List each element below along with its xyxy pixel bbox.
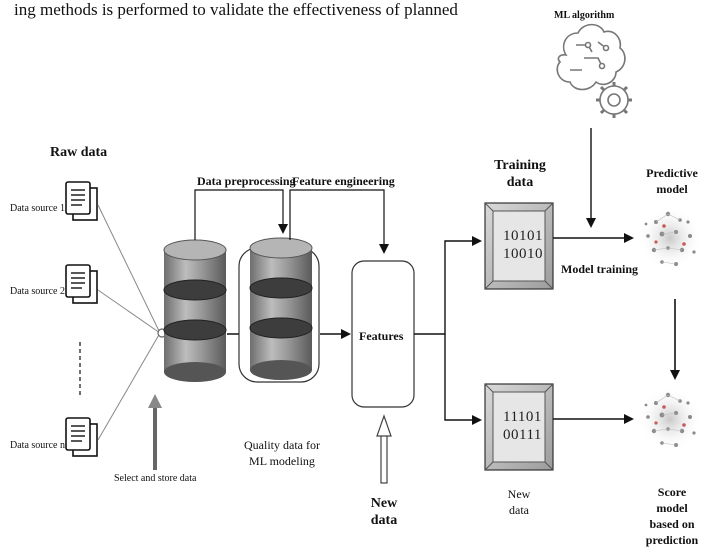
document-icon-2	[65, 264, 98, 304]
data-source-n-label: Data source n	[10, 440, 65, 451]
new-data-left-line-1: New	[370, 496, 398, 511]
predictive-model-line-2: model	[656, 182, 688, 196]
quality-data-line-1: Quality data for	[244, 438, 320, 452]
preprocessing-bracket	[194, 189, 288, 240]
split-line-training	[414, 236, 482, 335]
training-code-line-2: 10010	[503, 246, 543, 262]
new-data-right-line-1: New	[507, 487, 531, 501]
quality-storage-cylinder	[249, 237, 313, 380]
score-model-line-4: prediction	[645, 533, 699, 547]
document-icon-1	[65, 181, 98, 221]
training-data-line-2: data	[506, 175, 534, 190]
score-model-line-1: Score	[657, 485, 687, 499]
model-training-label: Model training	[561, 262, 638, 276]
data-source-2-label: Data source 2	[10, 286, 65, 297]
document-icon-n	[65, 417, 98, 457]
features-label: Features	[359, 329, 404, 343]
training-binary-code: 10101 10010	[503, 227, 543, 263]
score-model-line-3: based on	[649, 517, 695, 531]
select-store-arrow	[148, 394, 162, 470]
new-data-right-label: New data	[495, 486, 543, 518]
predictive-model-label: Predictive model	[640, 165, 704, 197]
score-model-line-2: model	[656, 501, 688, 515]
predictive-model-line-1: Predictive	[646, 166, 698, 180]
feature-engineering-label: Feature engineering	[292, 174, 395, 188]
data-source-1-label: Data source 1	[10, 203, 65, 214]
training-data-label: Training data	[490, 157, 550, 191]
source-connector-lines	[97, 204, 161, 441]
new-data-left-line-2: data	[370, 513, 398, 528]
select-store-label: Select and store data	[114, 473, 197, 484]
raw-storage-cylinder	[163, 239, 227, 382]
new-binary-code: 11101 00111	[503, 408, 542, 444]
score-model-label: Score model based on prediction	[640, 484, 704, 548]
new-data-box	[484, 383, 554, 471]
score-model-graphic	[638, 387, 702, 451]
ml-algorithm-label: ML algorithm	[554, 10, 615, 21]
cropped-header-text: ing methods is performed to validate the…	[14, 0, 458, 19]
split-line-new	[444, 334, 482, 425]
quality-data-line-2: ML modeling	[249, 454, 315, 468]
predictive-model-graphic	[638, 206, 702, 270]
new-data-right-line-2: data	[509, 503, 529, 517]
new-code-line-1: 11101	[503, 409, 542, 425]
training-data-box	[484, 202, 554, 290]
quality-data-label: Quality data for ML modeling	[236, 437, 328, 469]
new-code-line-2: 00111	[503, 427, 542, 443]
data-preprocessing-label: Data preprocessing	[197, 174, 296, 188]
training-code-line-1: 10101	[503, 228, 543, 244]
raw-data-title: Raw data	[50, 145, 108, 160]
brain-gear-icon	[556, 23, 632, 118]
new-data-left-label: New data	[361, 495, 407, 529]
new-data-input-arrow	[376, 414, 392, 484]
training-data-line-1: Training	[494, 158, 546, 173]
feature-engineering-bracket	[289, 189, 389, 254]
